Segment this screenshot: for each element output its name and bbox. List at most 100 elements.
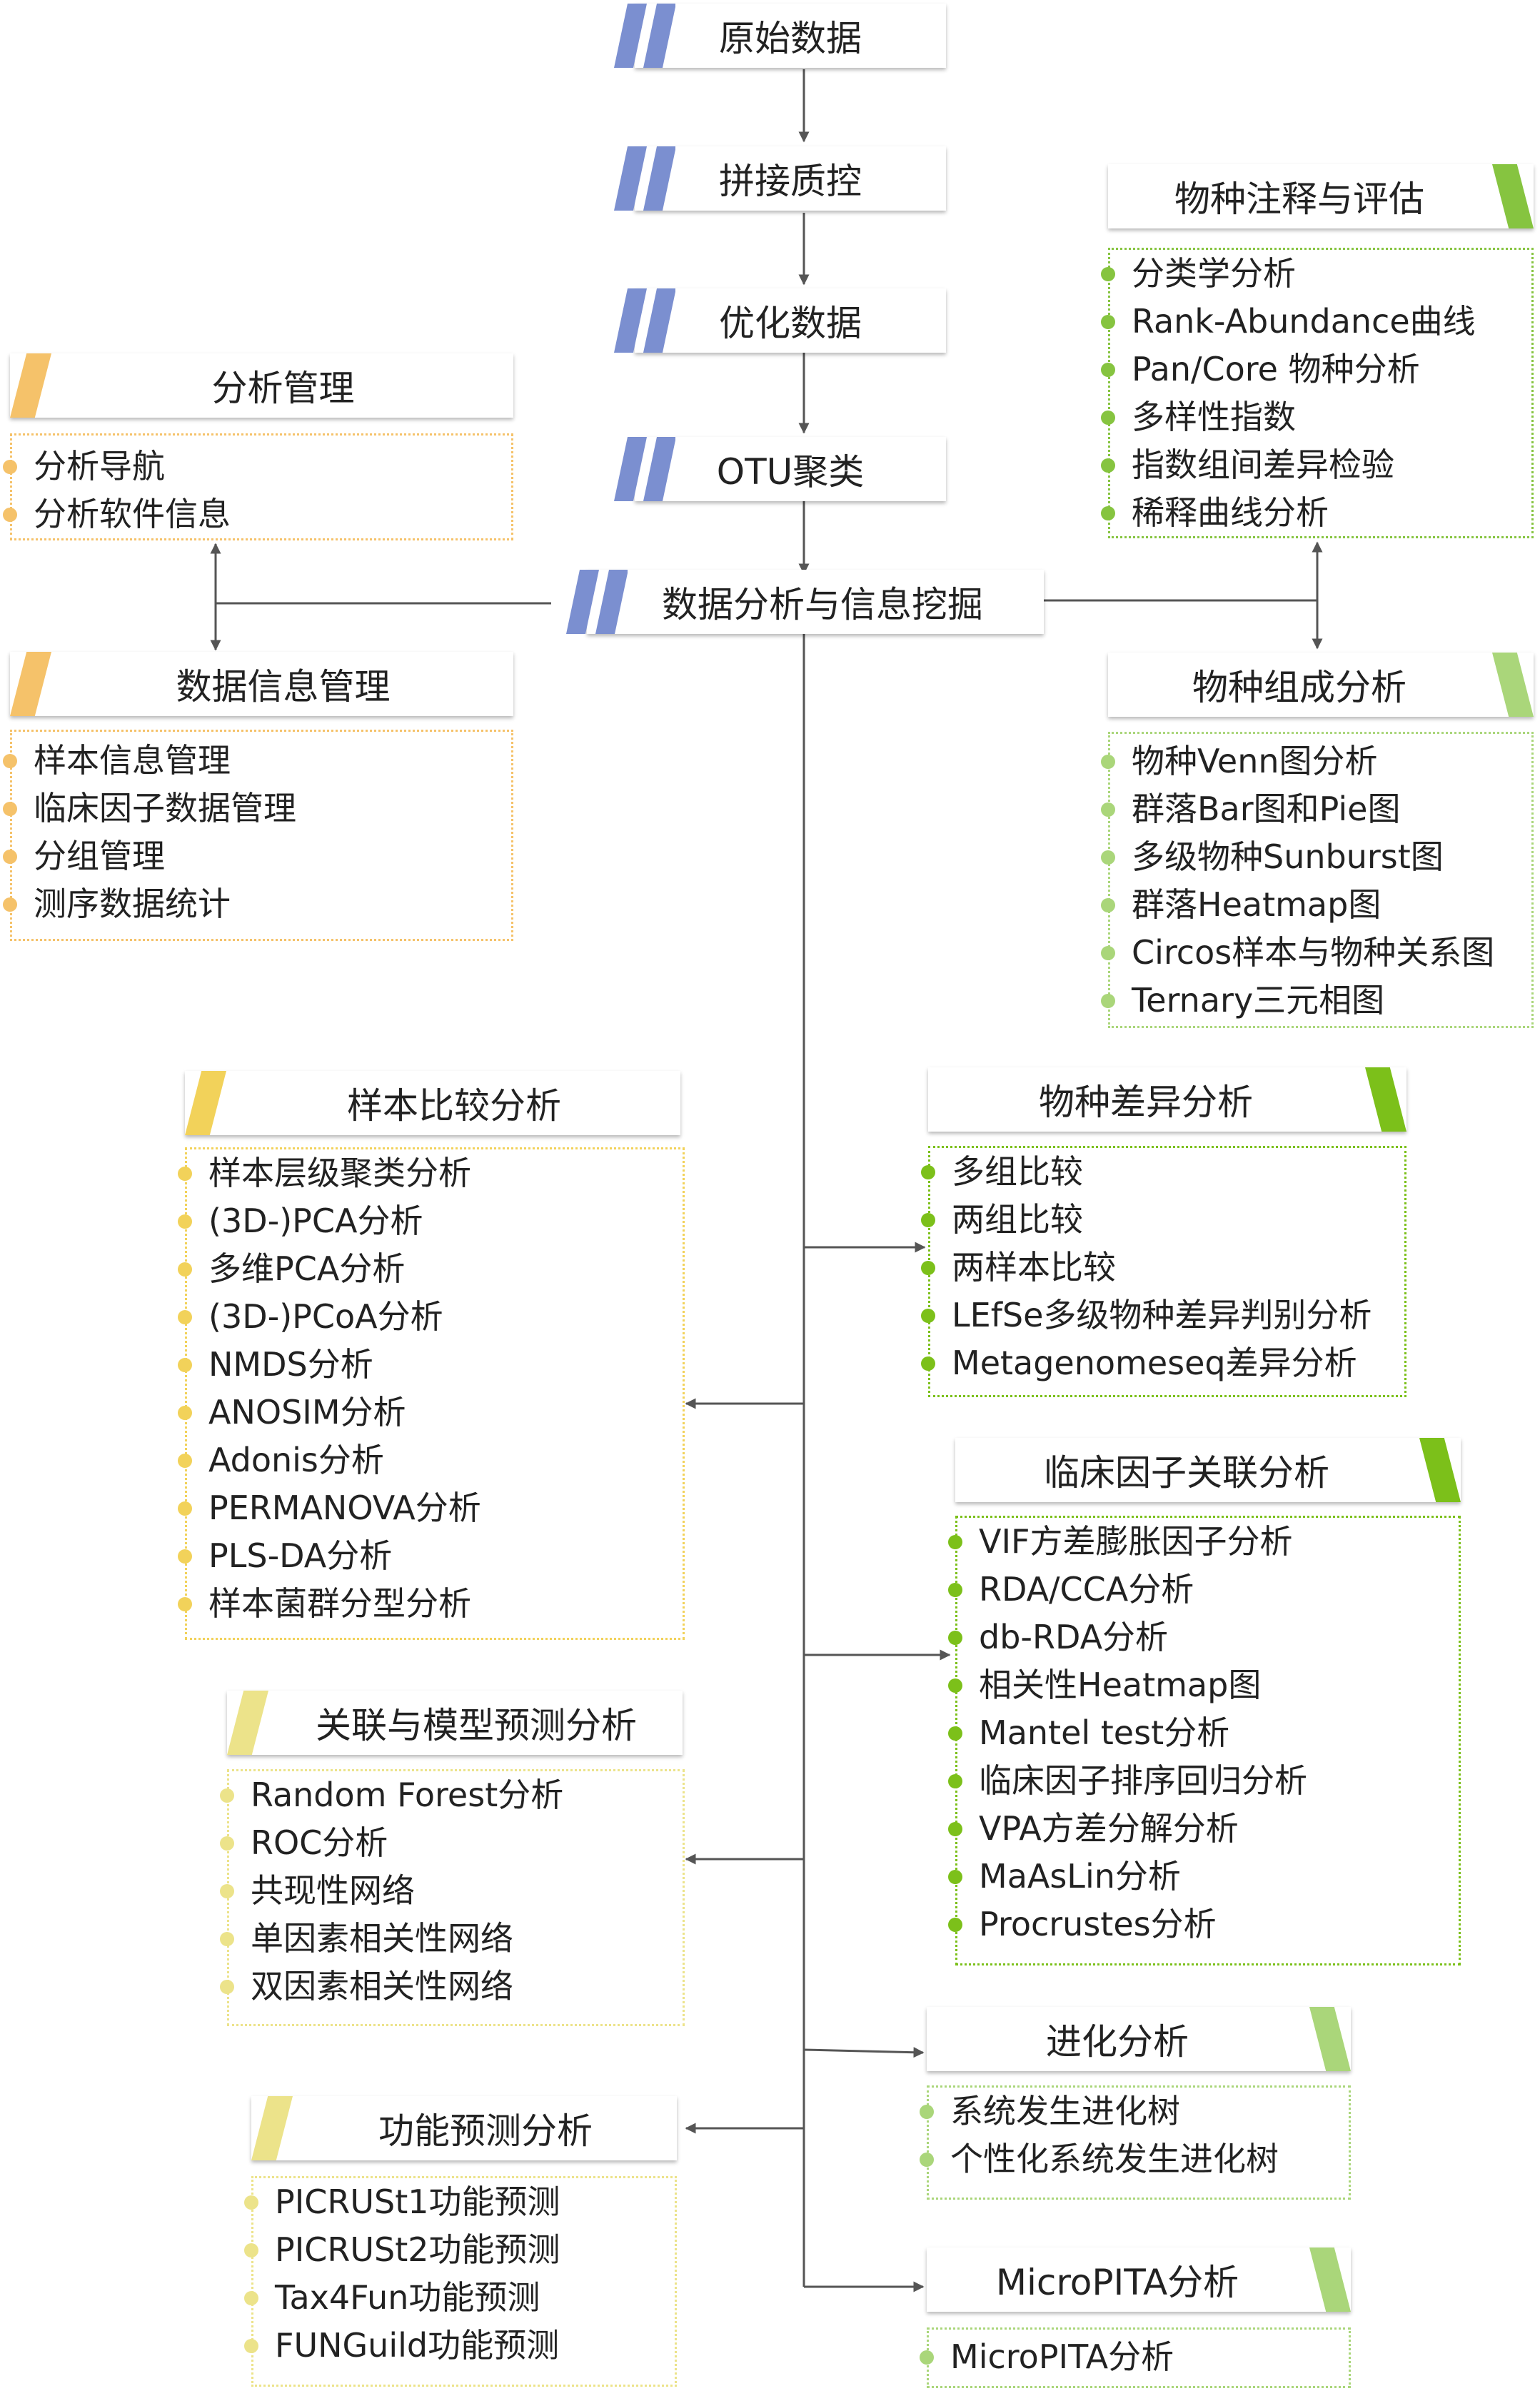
header-tab-stripe	[251, 2096, 293, 2160]
list-item-label: Circos样本与物种关系图	[1132, 933, 1495, 972]
header-tab-stripe	[1365, 1067, 1406, 1132]
bullet-dot-icon	[178, 1549, 192, 1564]
list-item-label: 个性化系统发生进化树	[950, 2140, 1279, 2178]
list-item-label: 样本层级聚类分析	[208, 1154, 471, 1192]
list-item-label: FUNGuild功能预测	[275, 2326, 560, 2365]
bullet-dot-icon	[178, 1597, 192, 1611]
module-header-function-prediction: 功能预测分析	[251, 2096, 677, 2160]
list-item-label: 相关性Heatmap图	[979, 1666, 1262, 1704]
header-tab-stripe	[1492, 653, 1534, 717]
list-item-label: (3D-)PCA分析	[208, 1202, 423, 1240]
module-list-micropita: MicroPITA分析	[920, 2327, 1351, 2388]
module-title: 分析管理	[211, 368, 355, 409]
bullet-dot-icon	[1101, 802, 1115, 817]
module-title: 进化分析	[1046, 2021, 1189, 2063]
list-item-label: MaAsLin分析	[979, 1857, 1181, 1896]
module-title: 数据信息管理	[176, 666, 391, 708]
double-stripe-icon	[614, 288, 675, 353]
bullet-dot-icon	[920, 2105, 934, 2119]
node-label: OTU聚类	[716, 451, 865, 493]
list-item-label: 单因素相关性网络	[251, 1919, 513, 1958]
list-item-label: 分组管理	[34, 837, 165, 875]
bullet-dot-icon	[3, 850, 17, 864]
bullet-dot-icon	[1101, 411, 1115, 425]
bullet-dot-icon	[921, 1165, 935, 1179]
bullet-dot-icon	[178, 1310, 192, 1324]
bullet-dot-icon	[948, 1583, 962, 1597]
list-item-label: 稀释曲线分析	[1132, 493, 1329, 532]
bullet-dot-icon	[948, 1870, 962, 1884]
list-item-label: 测序数据统计	[34, 885, 231, 923]
node-optimized-data: 优化数据	[614, 288, 946, 353]
bullet-dot-icon	[921, 1356, 935, 1371]
bullet-dot-icon	[3, 460, 17, 474]
module-list-model-prediction: Random Forest分析 ROC分析 共现性网络 单因素相关性网络 双因素…	[220, 1769, 685, 2026]
module-title: 功能预测分析	[378, 2110, 593, 2152]
bullet-dot-icon	[220, 1788, 234, 1803]
node-data-mining: 数据分析与信息挖掘	[566, 570, 1044, 634]
bullet-dot-icon	[1101, 755, 1115, 769]
module-header-data-management: 数据信息管理	[10, 652, 513, 716]
header-tab-stripe	[1492, 164, 1534, 228]
module-list-clinical-factor: VIF方差膨胀因子分析 RDA/CCA分析 db-RDA分析 相关性Heatma…	[948, 1516, 1461, 1965]
bullet-dot-icon	[1101, 994, 1115, 1008]
list-item-label: Pan/Core 物种分析	[1132, 350, 1420, 388]
bullet-dot-icon	[178, 1358, 192, 1372]
list-item-label: LEfSe多级物种差异判别分析	[952, 1296, 1372, 1334]
list-item-label: 群落Bar图和Pie图	[1132, 790, 1401, 828]
node-raw-data: 原始数据	[614, 4, 946, 68]
module-header-micropita: MicroPITA分析	[927, 2247, 1351, 2312]
bullet-dot-icon	[948, 1822, 962, 1836]
module-list-evolution: 系统发生进化树 个性化系统发生进化树	[920, 2085, 1351, 2200]
module-header-evolution: 进化分析	[927, 2007, 1351, 2071]
list-item-label: 分析软件信息	[34, 495, 231, 533]
bullet-dot-icon	[220, 1980, 234, 1994]
double-stripe-icon	[614, 4, 675, 68]
bullet-dot-icon	[244, 2339, 258, 2353]
list-item-label: (3D-)PCoA分析	[208, 1297, 443, 1336]
double-stripe-icon	[614, 146, 675, 211]
bullet-dot-icon	[178, 1214, 192, 1229]
list-item-label: 两样本比较	[952, 1248, 1116, 1287]
bullet-dot-icon	[1101, 458, 1115, 473]
list-item-label: Metagenomeseq差异分析	[952, 1344, 1357, 1382]
list-item-label: 物种Venn图分析	[1132, 742, 1378, 780]
node-label: 原始数据	[719, 18, 862, 59]
list-item-label: 分析导航	[34, 447, 165, 485]
list-item-label: Ternary三元相图	[1132, 981, 1385, 1020]
list-item-label: 多组比较	[952, 1152, 1083, 1191]
node-otu-cluster: OTU聚类	[614, 437, 946, 501]
bullet-dot-icon	[921, 1213, 935, 1227]
list-item-label: PICRUSt2功能预测	[275, 2230, 560, 2269]
bullet-dot-icon	[920, 2350, 934, 2365]
header-tab-stripe	[1309, 2247, 1351, 2312]
bullet-dot-icon	[1101, 946, 1115, 960]
module-title: 物种组成分析	[1192, 667, 1406, 708]
module-header-species-composition: 物种组成分析	[1108, 653, 1534, 717]
list-item-label: 指数组间差异检验	[1132, 446, 1394, 484]
list-item-label: NMDS分析	[208, 1345, 373, 1384]
module-list-sample-comparison: 样本层级聚类分析 (3D-)PCA分析 多维PCA分析 (3D-)PCoA分析 …	[178, 1147, 685, 1640]
node-label: 数据分析与信息挖掘	[662, 584, 983, 625]
module-header-sample-comparison: 样本比较分析	[185, 1071, 680, 1135]
bullet-dot-icon	[1101, 363, 1115, 377]
module-header-species-difference: 物种差异分析	[928, 1067, 1406, 1132]
module-title: 临床因子关联分析	[1044, 1452, 1329, 1494]
module-header-species-annotation: 物种注释与评估	[1108, 164, 1534, 228]
list-item-label: Rank-Abundance曲线	[1132, 302, 1476, 341]
list-item-label: db-RDA分析	[979, 1618, 1169, 1656]
node-stitch-qc: 拼接质控	[614, 146, 946, 211]
list-item-label: VIF方差膨胀因子分析	[979, 1522, 1293, 1561]
bullet-dot-icon	[244, 2291, 258, 2305]
module-header-model-prediction: 关联与模型预测分析	[227, 1691, 683, 1755]
module-header-analysis-management: 分析管理	[10, 353, 513, 418]
bullet-dot-icon	[948, 1631, 962, 1645]
list-item-label: Mantel test分析	[979, 1713, 1230, 1752]
header-tab-stripe	[10, 652, 51, 716]
list-item-label: VPA方差分解分析	[979, 1809, 1239, 1848]
list-item-label: 系统发生进化树	[950, 2092, 1180, 2130]
list-item-label: 群落Heatmap图	[1132, 885, 1382, 924]
module-list-function-prediction: PICRUSt1功能预测 PICRUSt2功能预测 Tax4Fun功能预测 FU…	[244, 2176, 677, 2387]
bullet-dot-icon	[178, 1262, 192, 1277]
